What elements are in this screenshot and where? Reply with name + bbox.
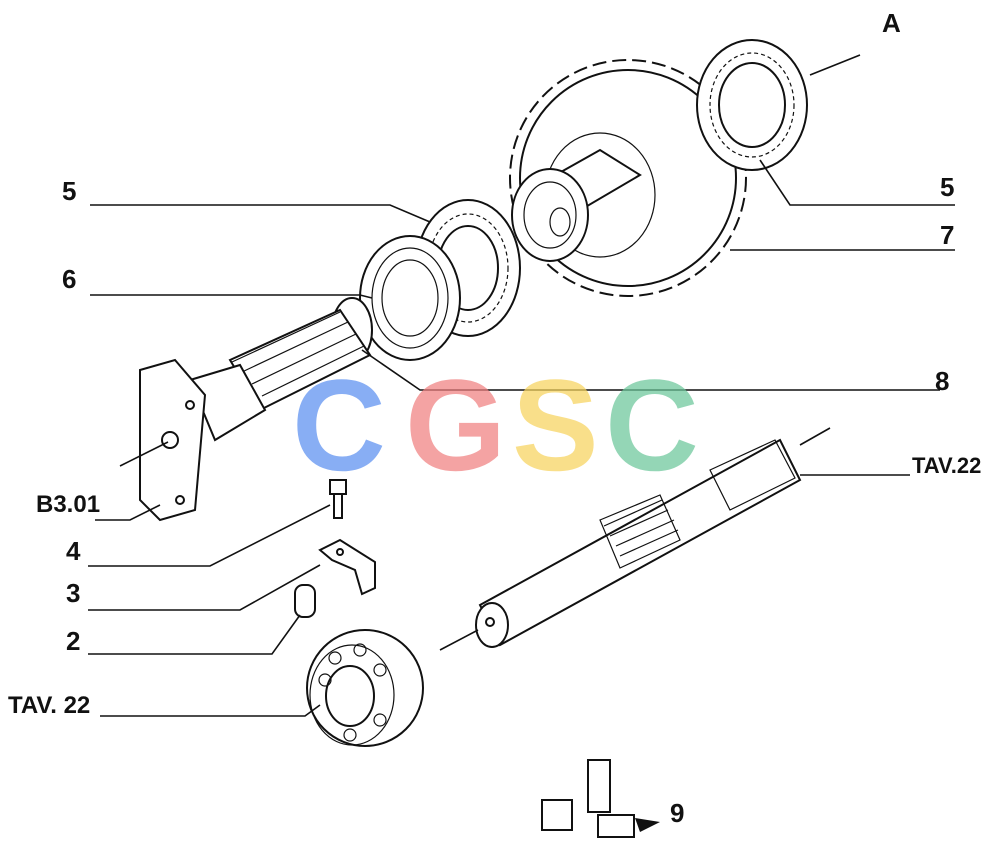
- pin-part: [294, 584, 316, 618]
- watermark-letter-2: G: [405, 352, 506, 498]
- callout-labels: A 5 6 5 7 8 B3.01 4 3 2 TAV. 22 TAV.22 9: [8, 8, 981, 828]
- bolt-part: [329, 479, 347, 519]
- label-7: 7: [940, 220, 954, 250]
- yoke-shaft-part: [119, 308, 372, 522]
- plate-part: [318, 538, 376, 596]
- label-8: 8: [935, 366, 949, 396]
- label-4: 4: [66, 536, 81, 566]
- bearing-top-right: [696, 39, 808, 171]
- watermark-letter-1: C: [292, 352, 386, 498]
- ring-part: [359, 235, 461, 361]
- gear-part: [509, 59, 747, 297]
- watermark-letter-4: C: [605, 352, 699, 498]
- label-5-right: 5: [940, 172, 954, 202]
- label-9: 9: [670, 798, 684, 828]
- label-tav-22-shaft: TAV.22: [912, 453, 981, 478]
- label-2: 2: [66, 626, 80, 656]
- watermark: C G S C: [292, 352, 699, 498]
- main-shaft-part: [439, 427, 831, 651]
- label-tav-22-lower: TAV. 22: [8, 692, 90, 719]
- label-a: A: [882, 8, 901, 38]
- label-3: 3: [66, 578, 80, 608]
- watermark-letter-3: S: [512, 352, 599, 498]
- label-6: 6: [62, 264, 76, 294]
- label-5-left: 5: [62, 176, 76, 206]
- label-b3-01: B3.01: [36, 491, 100, 518]
- leader-lines: [88, 54, 955, 717]
- lower-bearing-part: [306, 629, 424, 747]
- kit-icon: [541, 759, 660, 838]
